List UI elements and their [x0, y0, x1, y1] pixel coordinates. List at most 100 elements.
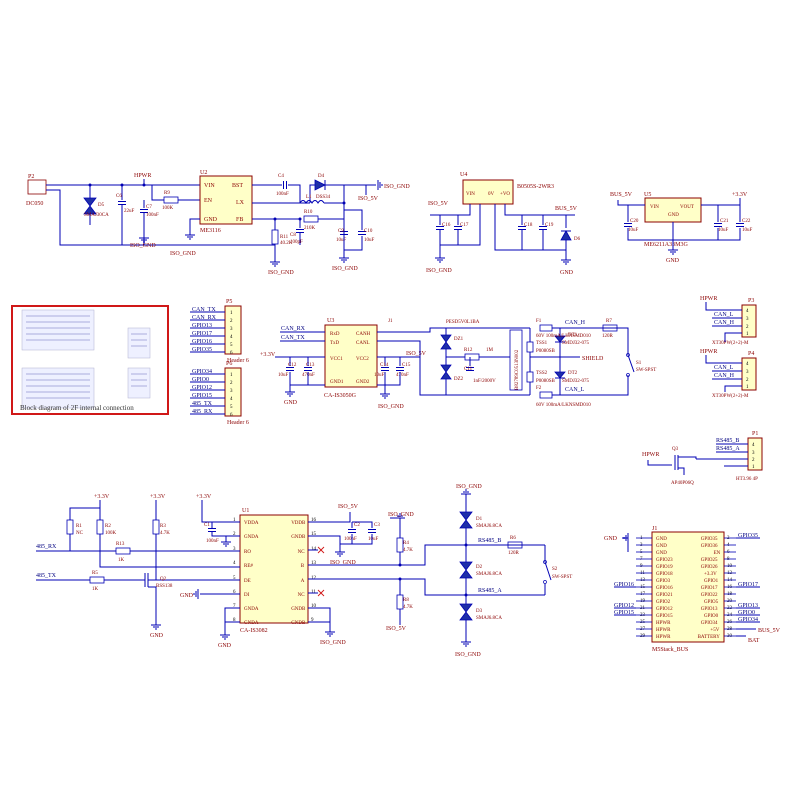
d1-ref: D1: [476, 517, 483, 522]
u3-pin-gnd2: GND2: [356, 380, 370, 385]
block-note: Block diagram of 2F internal connection: [20, 404, 134, 412]
d5-ref: D5: [98, 203, 105, 208]
p1-pin-2: 2: [752, 458, 755, 463]
u2-pin-vin: VIN: [204, 183, 215, 189]
bus-pin-num-right: 20: [727, 599, 733, 604]
bus-pin-num-right: 4: [727, 543, 730, 548]
c2-value: 100nF: [344, 537, 357, 542]
cap-c2: C2 100nF: [344, 522, 360, 542]
iso5v-label: ISO_5V: [358, 196, 379, 202]
v33-rs485-1: +3.3V: [94, 494, 110, 500]
u1-pin-num-right: 9: [311, 618, 314, 623]
u1-pin-right: GNDB: [291, 621, 306, 626]
r12-ref: R12: [464, 348, 473, 353]
header-pin-number: 2: [230, 319, 233, 324]
v33-rs485-2: +3.3V: [150, 494, 166, 500]
bus-pin-right: GPIO25: [701, 558, 718, 563]
connector-j1: [651, 531, 725, 643]
p3-pin-3: 3: [746, 317, 749, 322]
cap-c4: C4 100nF: [276, 174, 289, 197]
dz1-ref: DZ1: [454, 337, 464, 342]
bus-pin-left: GND: [656, 551, 667, 556]
d4-value: DSS34: [316, 195, 331, 200]
iso5v-can: ISO_5V: [406, 351, 427, 357]
tvs-d2: D2 SMAJ6.8CA: [459, 561, 502, 579]
bus-pin-right: GPIO5: [704, 600, 719, 605]
gnd-rs485-3: GND: [218, 643, 232, 649]
connector-p1: P1 HT3.96 4P RS485_B RS485_A 4 3 2 1 Q3 …: [642, 431, 763, 486]
p5-ref: P5: [226, 299, 232, 305]
p3-value: XT30PW(2+2)-M: [712, 341, 749, 346]
bus-pin-num-right: 10: [727, 564, 733, 569]
bus-pin-num-left: 15: [640, 585, 646, 590]
ic-u5: [644, 197, 702, 223]
p3-pin-2: 2: [746, 325, 749, 330]
p4-value: XT30PW(2+2)-M: [712, 394, 749, 399]
res-r3: R34.7K: [152, 519, 170, 536]
c7-ref: C7: [146, 205, 152, 210]
tss1-ref: TSS1: [536, 341, 548, 346]
iso-gnd-label-5: ISO_GND: [170, 251, 196, 257]
p1-value: HT3.96 4P: [736, 477, 758, 482]
tvs-d3: D3 SMAJ6.8CA: [459, 603, 502, 621]
c2-ref: C2: [354, 523, 360, 528]
u1-pin-left: GNDA: [244, 621, 259, 626]
u5-value: ME6211A33M3G: [644, 242, 688, 248]
net-rs485-b: RS485_B: [478, 538, 501, 544]
c22-ref: C22: [742, 219, 751, 224]
u1-pin-left: GNDA: [244, 607, 259, 612]
r13-value: 1K: [118, 558, 125, 563]
rs485-transceiver: U1 CA-IS3082 VDDA1VDDB16GNDA2GNDB15RO3NC…: [36, 494, 414, 649]
r12-value: 1M: [486, 348, 494, 353]
v33-ldo: +3.3V: [732, 192, 748, 198]
header-pin-number: 1: [230, 373, 233, 378]
u2-pin-en: EN: [204, 198, 213, 204]
bus-pin-right: GPIO0: [704, 614, 719, 619]
cap-c10: C10 10uF: [344, 209, 375, 243]
c15-value: 470nF: [396, 373, 409, 378]
u2-pin-fb: FB: [236, 217, 243, 223]
bus-pin-left: GND: [656, 537, 667, 542]
p3-can-l: CAN_L: [714, 312, 734, 318]
tvs-dz2: DZ2: [440, 364, 464, 395]
c14-ref: C14: [380, 363, 389, 368]
u1-value: CA-IS3082: [240, 628, 268, 634]
u4-pin-0v: 0V: [488, 192, 495, 197]
res-r12: R12 1M: [464, 348, 494, 361]
header-pin-number: 2: [230, 381, 233, 386]
u2-value: ME3116: [200, 228, 221, 234]
iso-gnd-rs485-1: ISO_GND: [330, 560, 356, 566]
mosfet-q3: Q3 AP40P06Q HPWR: [642, 447, 697, 486]
gnd-rs485-2: GND: [180, 593, 194, 599]
bus-pin-num-left: 21: [640, 606, 646, 611]
r4-value: 4.7K: [403, 548, 413, 553]
can-protection: PESD5V0L1BA DZ1 DZ2 R12 1M C11 1nF/2000V…: [377, 319, 656, 408]
c20-ref: C20: [630, 219, 639, 224]
r8-value: 4.7K: [403, 605, 413, 610]
cap-c6: C6 22uF: [116, 185, 135, 245]
c1-value: 100nF: [206, 539, 219, 544]
u1-pin-num-right: 13: [311, 561, 317, 566]
header-pin-number: 5: [230, 405, 233, 410]
header-signal: GPIO34: [192, 369, 212, 375]
p3-can-h: CAN_H: [714, 320, 735, 326]
bus-pin-num-right: 12: [727, 571, 733, 576]
d6-ref: D6: [574, 237, 581, 242]
u4-pin-vo: +VO: [500, 192, 510, 197]
u1-pin-num-right: 15: [311, 532, 317, 537]
cap-c17: C17: [453, 215, 469, 230]
bus-pin-right: GPIO35: [701, 537, 718, 542]
can-rx-net: CAN_RX: [281, 326, 306, 332]
c12-value: 10uF: [278, 373, 289, 378]
header-signal: CAN_RX: [192, 315, 217, 321]
ic-u1: [239, 514, 309, 624]
bus5v-bus: BUS_5V: [758, 628, 781, 634]
r6-value: 120R: [508, 551, 520, 556]
cap-c19: C19: [538, 215, 554, 230]
iso-gnd-rs485-2: ISO_GND: [388, 512, 414, 518]
internal-connection-block: Block diagram of 2F internal connection: [11, 305, 169, 415]
bus-pin-num-right: 30: [727, 634, 733, 639]
bus-pin-left: GPIO19: [656, 565, 673, 570]
